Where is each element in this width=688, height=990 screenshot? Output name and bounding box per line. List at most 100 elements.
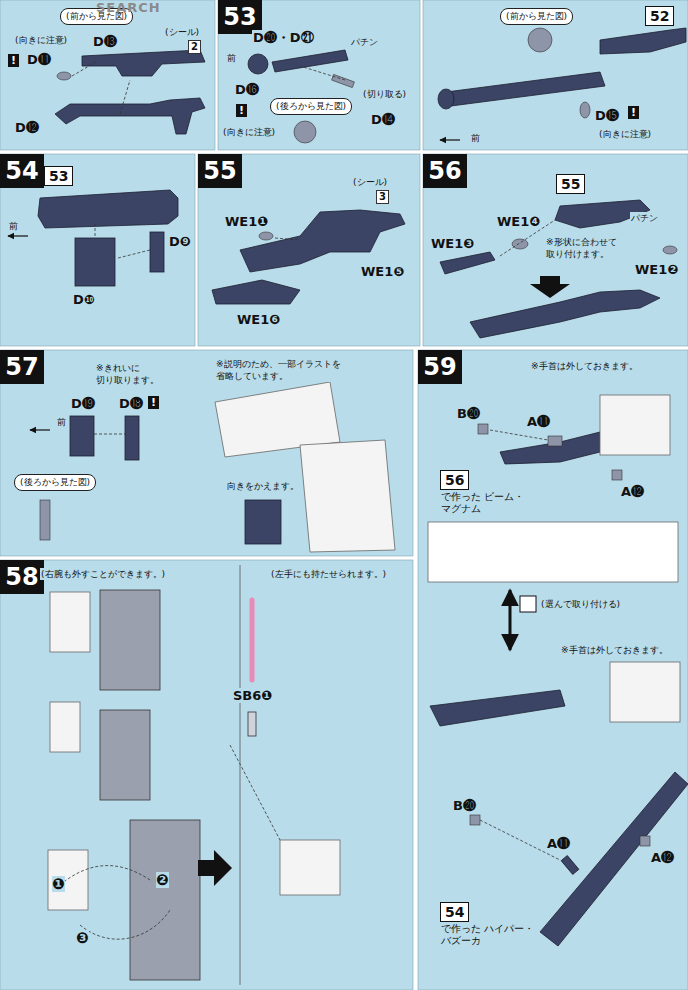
part-number-text: D⓯: [595, 108, 619, 123]
note-text-text: 向きをかえます。: [227, 481, 299, 491]
weapon-part: [38, 190, 178, 228]
note-text: (シール): [352, 176, 388, 188]
note-text: 前: [56, 416, 67, 428]
node-text: 52: [650, 7, 669, 25]
order-number-text: ❸: [76, 929, 89, 947]
note-text-text: ※手首は外しておきます。: [561, 645, 668, 655]
note-text-text: (左手にも持たせられます。): [271, 569, 386, 579]
note-text: ※手首は外しておきます。: [560, 644, 669, 656]
caution-mark: !: [628, 106, 639, 119]
step-number: 55: [198, 154, 242, 188]
direction-arrow: [440, 139, 460, 140]
part-number-text: WE1❺: [361, 264, 404, 279]
part-number: A⓫: [546, 836, 571, 851]
weapon-part: [82, 50, 205, 76]
small-part: [259, 232, 273, 240]
node-text: 56: [445, 471, 464, 489]
part-number: D⓭: [92, 34, 118, 49]
gatling-part: [100, 710, 150, 800]
caution-mark-text: !: [11, 54, 16, 67]
process-arrow: [198, 850, 232, 886]
reference-box: 55: [556, 174, 585, 194]
part-number-text: D⓬: [15, 120, 39, 135]
sticker-number-text: 2: [191, 41, 198, 52]
small-part: [548, 436, 562, 446]
part-number-text: WE1❸: [431, 236, 474, 251]
note-text: ※形状に合わせて 取り付けます。: [545, 236, 637, 260]
node-text: (後ろから見た図): [20, 477, 90, 487]
part-number: A⓬: [620, 484, 645, 499]
divider-line: [240, 565, 241, 985]
part-number-text: D⓰: [235, 82, 259, 97]
robot-part: [280, 840, 340, 895]
part-number: A⓬: [650, 850, 675, 865]
part-number: WE1❺: [360, 264, 405, 279]
process-arrow: [530, 276, 570, 298]
weapon-part: [38, 28, 688, 946]
robot-part: [610, 662, 680, 722]
view-callout: (前から見た図): [500, 8, 573, 25]
node-text: 54: [445, 903, 464, 921]
part-number-text: WE1❹: [497, 214, 540, 229]
gatling-part: [100, 590, 160, 690]
note-text-text: (シール): [353, 177, 387, 187]
weapon-part: [245, 500, 281, 544]
part-number-text: B⓴: [457, 406, 480, 421]
weapon-part: [248, 54, 268, 74]
note-text-text: ※手首は外しておきます。: [531, 361, 638, 371]
leader-line: [118, 250, 150, 258]
watermark: SEARCH: [96, 0, 161, 15]
part-number: D⓰: [234, 82, 260, 97]
node-text: 54: [5, 157, 38, 185]
weapon-part: [55, 98, 205, 134]
part-number: D⓯: [594, 108, 620, 123]
part-number-text: A⓫: [547, 836, 570, 851]
note-text: (シール): [164, 26, 200, 38]
weapon-part: [70, 416, 94, 456]
robot-part: [600, 395, 670, 455]
note-text-text: 前: [227, 53, 236, 63]
note-text-text: 前: [471, 133, 480, 143]
part-number-text: WE1❷: [635, 262, 678, 277]
part-number: WE1❸: [430, 236, 475, 251]
sticker-number: 3: [376, 190, 389, 204]
weapon-part: [125, 416, 139, 460]
weapon-part: [540, 772, 688, 946]
small-part: [57, 72, 71, 80]
part-number-text: A⓫: [527, 414, 550, 429]
note-text: 前: [226, 52, 237, 64]
note-text: ※きれいに 切り取ります。: [95, 362, 177, 386]
node-text: 58: [5, 563, 38, 591]
node-text: 57: [5, 353, 38, 381]
weapon-part: [440, 252, 495, 274]
note-text-text: ※きれいに 切り取ります。: [96, 363, 159, 385]
note-text-text: (右腕も外すことができます。): [41, 569, 165, 579]
robot-part: [50, 592, 90, 652]
step-number: 59: [418, 350, 462, 384]
small-part: [612, 470, 622, 480]
leader-line: [230, 745, 280, 840]
caution-mark-text: !: [239, 104, 244, 117]
robot-part: [428, 522, 678, 582]
note-text-text: (向きに注意): [599, 129, 651, 139]
small-part: [528, 28, 552, 52]
note-text-text: (切り取る): [363, 89, 406, 99]
part-number: WE1❹: [496, 214, 541, 229]
part-number: WE1❷: [634, 262, 679, 277]
part-number-text: SB6❶: [233, 688, 272, 703]
note-text-text: パチン: [631, 213, 658, 223]
weapon-part: [150, 232, 164, 272]
weapon-part: [470, 290, 660, 338]
step-number: 57: [0, 350, 44, 384]
small-part: [40, 500, 50, 540]
node-text: 56: [428, 157, 461, 185]
part-number-text: D⓫: [27, 52, 51, 67]
part-number-text: D⓲: [119, 396, 143, 411]
watermark-text: SEARCH: [96, 0, 161, 15]
reference-box: 56で作った ビーム・マグナム: [440, 470, 469, 490]
step-number: 53: [218, 0, 262, 34]
node-text: (前から見た図): [506, 11, 567, 21]
caution-mark-text: !: [151, 396, 156, 409]
part-number-text: B⓴: [453, 798, 476, 813]
